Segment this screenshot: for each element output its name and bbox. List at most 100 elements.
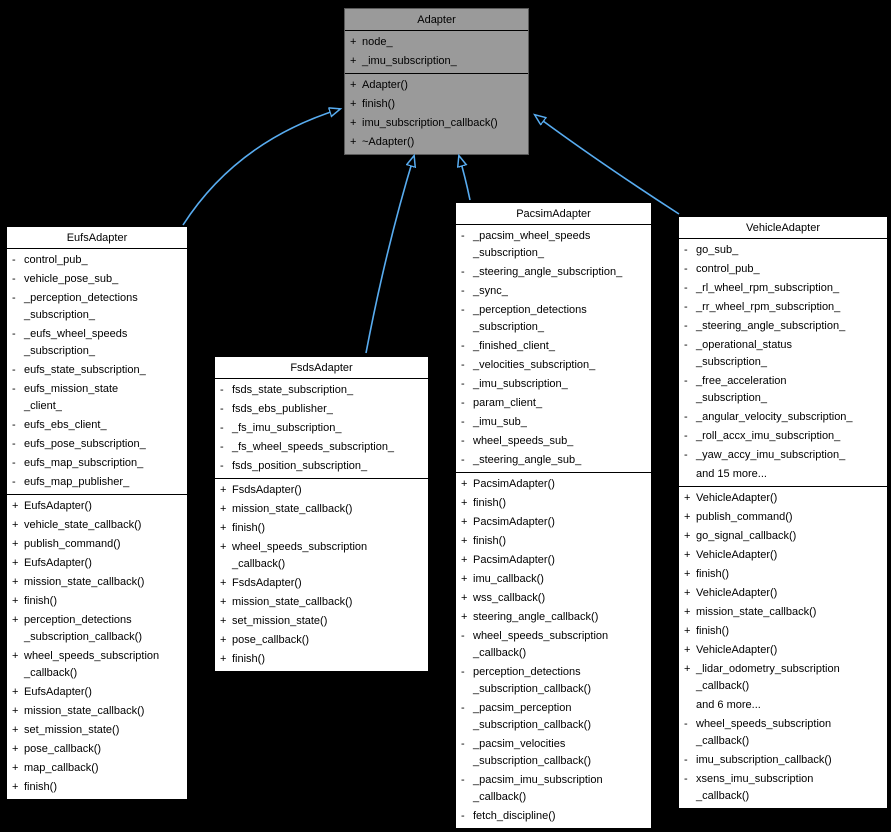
class-node-vehicleadapter[interactable]: VehicleAdapter-go_sub_-control_pub_-_rl_…: [678, 216, 888, 809]
attribute-row: -_rr_wheel_rpm_subscription_: [679, 298, 887, 317]
member-text-line: and 15 more...: [696, 468, 767, 480]
member-text: finish(): [473, 533, 506, 550]
member-text: map_callback(): [24, 760, 99, 777]
method-row: -_pacsim_perception_subscription_callbac…: [456, 699, 651, 735]
member-text-line: _operational_status: [696, 339, 793, 351]
member-text: mission_state_callback(): [232, 501, 352, 518]
method-row: +VehicleAdapter(): [679, 546, 887, 565]
visibility-marker: -: [220, 422, 224, 434]
method-row: +FsdsAdapter(): [215, 481, 428, 500]
member-text: eufs_pose_subscription_: [24, 436, 146, 453]
member-text: finish(): [473, 495, 506, 512]
visibility-marker: -: [461, 359, 465, 371]
member-text-line: VehicleAdapter(): [696, 492, 778, 504]
attribute-row: -_finished_client_: [456, 337, 651, 356]
member-text-line: finish(): [473, 497, 507, 509]
member-text: _lidar_odometry_subscription_callback(): [696, 661, 840, 695]
class-title: Adapter: [345, 9, 528, 31]
member-text-line: eufs_pose_subscription_: [24, 438, 146, 450]
inheritance-arrow-vehicleadapter-to-adapter: [535, 115, 680, 215]
member-text-line: EufsAdapter(): [24, 500, 92, 512]
method-row: +publish_command(): [7, 535, 187, 554]
member-text-line: _free_acceleration: [696, 375, 787, 387]
member-text: _steering_angle_subscription_: [473, 264, 622, 281]
class-node-pacsimadapter[interactable]: PacsimAdapter-_pacsim_wheel_speeds_subsc…: [455, 202, 652, 829]
member-text-line: finish(): [24, 595, 58, 607]
class-node-fsdsadapter[interactable]: FsdsAdapter-fsds_state_subscription_-fsd…: [214, 356, 429, 672]
member-text: mission_state_callback(): [24, 703, 144, 720]
member-text: _pacsim_velocities_subscription_callback…: [473, 736, 591, 770]
member-text-line: pose_callback(): [24, 743, 102, 755]
member-text-line: _rr_wheel_rpm_subscription_: [696, 301, 841, 313]
member-text: _steering_angle_subscription_: [696, 318, 845, 335]
member-text: _angular_velocity_subscription_: [696, 409, 853, 426]
visibility-marker: -: [684, 718, 688, 730]
member-text-line: wheel_speeds_sub_: [473, 435, 574, 447]
member-text-line: finish(): [696, 625, 730, 637]
member-text-line: fsds_ebs_publisher_: [232, 403, 333, 415]
class-attributes-section: -fsds_state_subscription_ -fsds_ebs_publi…: [215, 379, 428, 478]
member-text: VehicleAdapter(): [696, 585, 777, 602]
visibility-marker: +: [12, 614, 19, 626]
member-text: imu_callback(): [473, 571, 544, 588]
member-text: finish(): [362, 96, 395, 113]
member-text: _steering_angle_sub_: [473, 452, 581, 469]
member-text-line: eufs_map_publisher_: [24, 476, 130, 488]
member-text: _perception_detections_subscription_: [473, 302, 587, 336]
method-row: +steering_angle_callback(): [456, 608, 651, 627]
member-text-line: eufs_mission_state: [24, 383, 119, 395]
method-row: +mission_state_callback(): [215, 593, 428, 612]
visibility-marker: -: [684, 263, 688, 275]
method-row: -_pacsim_velocities_subscription_callbac…: [456, 735, 651, 771]
visibility-marker: +: [12, 650, 19, 662]
member-text-line: publish_command(): [24, 538, 121, 550]
member-text: node_: [362, 34, 393, 51]
class-node-eufsadapter[interactable]: EufsAdapter-control_pub_-vehicle_pose_su…: [6, 226, 188, 800]
member-text: finish(): [24, 593, 57, 610]
attribute-row: -fsds_state_subscription_: [215, 381, 428, 400]
member-text-line: _callback(): [696, 735, 750, 747]
visibility-marker: -: [12, 457, 16, 469]
method-row: +_lidar_odometry_subscription_callback(): [679, 660, 887, 696]
visibility-marker: -: [461, 630, 465, 642]
member-text-line: _finished_client_: [473, 340, 555, 352]
attribute-row: -_free_acceleration_subscription_: [679, 372, 887, 408]
visibility-marker: -: [12, 383, 16, 395]
member-text: mission_state_callback(): [232, 594, 352, 611]
method-row: +Adapter(): [345, 76, 528, 95]
member-text-line: wheel_speeds_subscription: [696, 718, 832, 730]
member-text: and 6 more...: [696, 697, 761, 714]
inheritance-arrow-pacsimadapter-to-adapter: [459, 156, 471, 201]
method-row: +pose_callback(): [7, 740, 187, 759]
method-row: +set_mission_state(): [215, 612, 428, 631]
method-row: +wheel_speeds_subscription_callback(): [215, 538, 428, 574]
member-text: PacsimAdapter(): [473, 552, 555, 569]
attribute-row: -control_pub_: [679, 260, 887, 279]
attribute-row: -_steering_angle_subscription_: [679, 317, 887, 336]
member-text: EufsAdapter(): [24, 684, 92, 701]
member-text: finish(): [696, 623, 729, 640]
member-text: steering_angle_callback(): [473, 609, 598, 626]
member-text-line: publish_command(): [696, 511, 793, 523]
member-text-line: eufs_state_subscription_: [24, 364, 146, 376]
visibility-marker: -: [12, 476, 16, 488]
visibility-marker: -: [12, 438, 16, 450]
member-text: xsens_imu_subscription_callback(): [696, 771, 813, 805]
member-text-line: map_callback(): [24, 762, 99, 774]
method-row: +set_mission_state(): [7, 721, 187, 740]
method-row: +finish(): [345, 95, 528, 114]
class-node-adapter[interactable]: Adapter+node_+_imu_subscription_+Adapter…: [344, 8, 529, 155]
member-text-line: _steering_angle_subscription_: [473, 266, 623, 278]
member-text-line: _subscription_: [696, 392, 767, 404]
member-text: _perception_detections_subscription_: [24, 290, 138, 324]
member-text: vehicle_state_callback(): [24, 517, 141, 534]
member-text-line: _callback(): [24, 667, 78, 679]
attribute-row: -_yaw_accy_imu_subscription_: [679, 446, 887, 465]
visibility-marker: +: [220, 522, 227, 534]
member-text-line: _fs_wheel_speeds_subscription_: [232, 441, 395, 453]
inheritance-arrow-eufsadapter-to-adapter: [182, 109, 340, 226]
member-text-line: _eufs_wheel_speeds: [24, 328, 128, 340]
member-text: mission_state_callback(): [24, 574, 144, 591]
member-text-line: param_client_: [473, 397, 543, 409]
